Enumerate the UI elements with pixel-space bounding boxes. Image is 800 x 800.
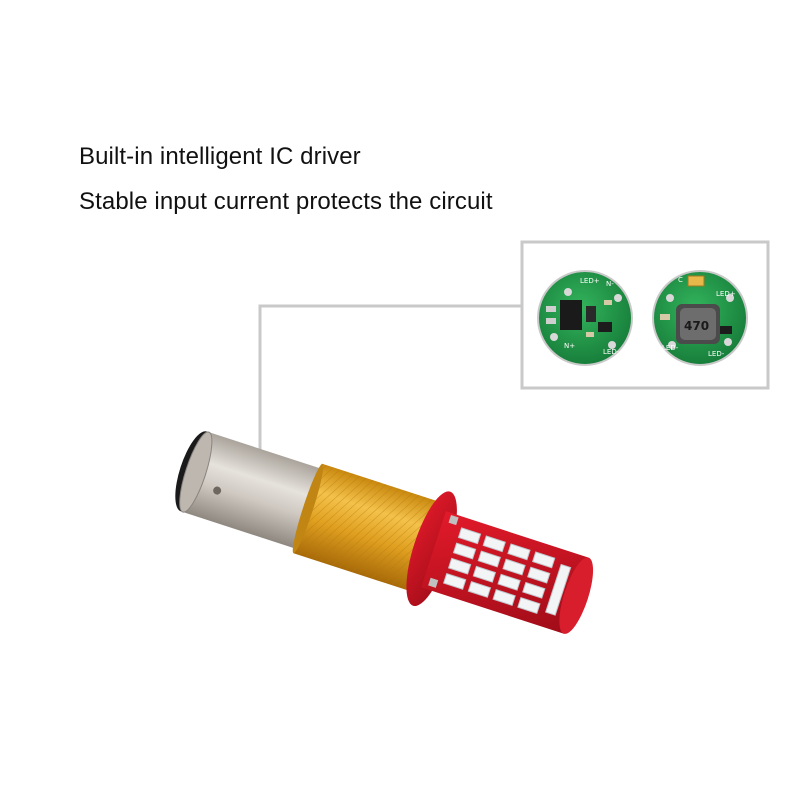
callout-line (258, 304, 522, 512)
right-board-label-led-plus: LED+ (716, 290, 736, 298)
driver-board-right: 470 C LED+ LED- LED- (652, 270, 748, 366)
smd-led-array (442, 527, 572, 616)
driver-board-inset: LED+ N- N+ LED- 470 C LED+ LED- LED- (520, 240, 770, 390)
red-led-head (421, 511, 594, 634)
driver-board-left: LED+ N- N+ LED- (537, 270, 633, 366)
right-board-label-led-minus-left: LED- (662, 344, 679, 352)
left-board-label-n-plus: N+ (564, 342, 575, 350)
left-board-label-led-minus: LED- (603, 348, 620, 356)
left-board-label-n-minus: N- (606, 280, 614, 288)
headline-line-1: Built-in intelligent IC driver (79, 143, 361, 170)
gold-heatsink (292, 463, 447, 594)
choke-marking: 470 (684, 319, 709, 333)
right-board-label-c: C (678, 276, 683, 284)
metal-base (175, 431, 322, 549)
right-board-label-led-minus-right: LED- (708, 350, 725, 358)
led-bulb (175, 431, 594, 634)
left-board-label-led-plus: LED+ (580, 277, 600, 285)
headline-line-2: Stable input current protects the circui… (79, 188, 493, 215)
